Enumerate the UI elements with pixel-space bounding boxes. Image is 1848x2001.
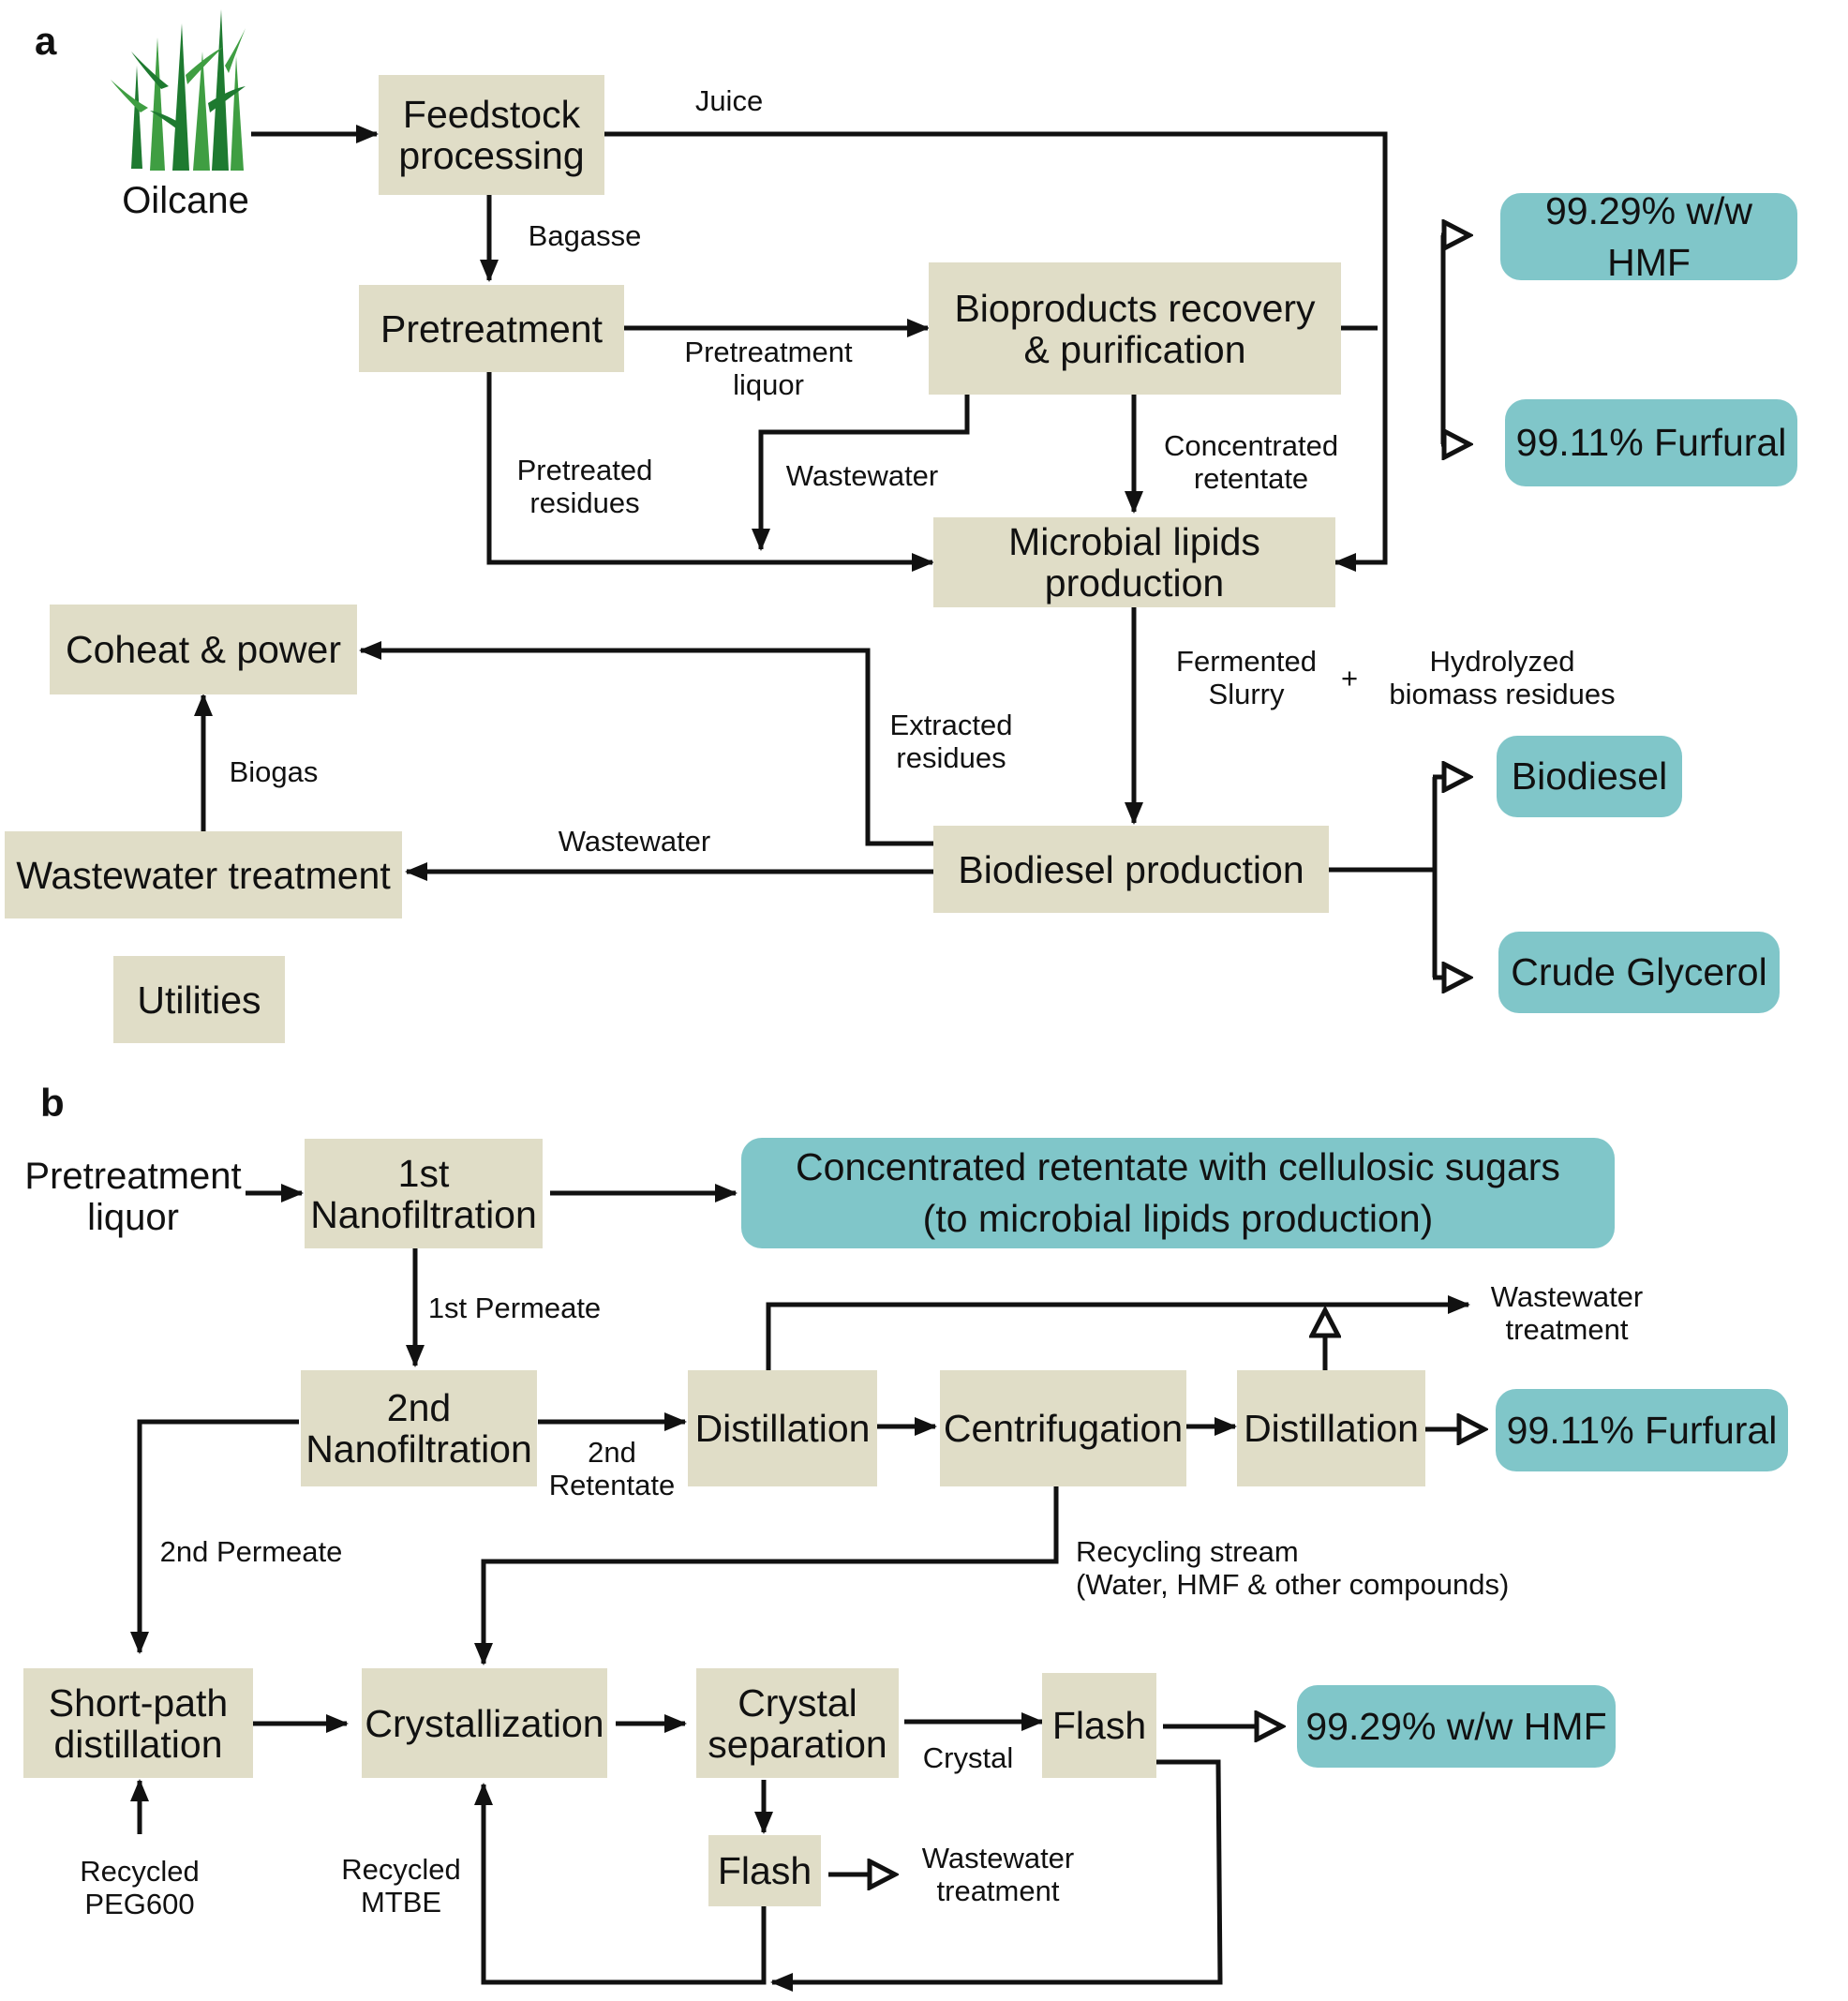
extracted-residues-label: Extracted residues [889, 709, 1013, 774]
panel-label-a: a [35, 19, 57, 63]
output-concentrated-retentate: Concentrated retentate with cellulosic s… [741, 1138, 1615, 1248]
output-crude-glycerol: Crude Glycerol [1498, 932, 1780, 1013]
output-biodiesel: Biodiesel [1497, 736, 1682, 817]
recycled-peg600-label: Recycled PEG600 [80, 1855, 200, 1920]
output-furfural-a: 99.11% Furfural [1505, 399, 1797, 486]
nanofiltration-2-box: 2nd Nanofiltration [301, 1370, 537, 1486]
coheat-power-box: Coheat & power [50, 605, 357, 694]
wastewater-treatment-label-top: Wastewater treatment [1490, 1280, 1644, 1346]
centrifugation-box: Centrifugation [940, 1370, 1186, 1486]
second-retentate-label: 2nd Retentate [548, 1436, 676, 1501]
nanofiltration-1-box: 1st Nanofiltration [305, 1139, 543, 1248]
short-path-distillation-box: Short-path distillation [23, 1668, 253, 1778]
output-furfural-b: 99.11% Furfural [1496, 1389, 1788, 1471]
recycled-mtbe-label: Recycled MTBE [341, 1853, 461, 1919]
distillation-2-box: Distillation [1237, 1370, 1425, 1486]
biogas-label: Biogas [229, 755, 319, 788]
first-permeate-label: 1st Permeate [427, 1292, 602, 1324]
oilcane-plant-icon [111, 9, 246, 171]
output-hmf-a: 99.29% w/w HMF [1500, 189, 1797, 284]
bioproducts-recovery-box: Bioproducts recovery & purification [929, 262, 1341, 395]
second-permeate-label: 2nd Permeate [159, 1535, 343, 1568]
wastewater-label-2: Wastewater [558, 825, 711, 858]
hydrolyzed-biomass-label: Hydrolyzed biomass residues [1389, 645, 1616, 710]
flash-2-box: Flash [708, 1835, 821, 1906]
pretreated-residues-label: Pretreated residues [516, 454, 653, 519]
concentrated-retentate-label-a: Concentrated retentate [1163, 429, 1339, 495]
biodiesel-production-box: Biodiesel production [933, 826, 1329, 913]
oilcane-label: Oilcane [122, 180, 249, 221]
wastewater-treatment-label-bottom: Wastewater treatment [921, 1842, 1075, 1907]
plus-sign: + [1340, 662, 1359, 694]
microbial-lipids-box: Microbial lipids production [933, 517, 1335, 607]
pretreatment-liquor-label-a: Pretreatment liquor [684, 336, 853, 401]
pretreatment-liquor-label-b: Pretreatment liquor [24, 1156, 242, 1238]
fermented-slurry-label: Fermented Slurry [1176, 645, 1317, 710]
feedstock-processing-box: Feedstock processing [379, 75, 604, 195]
utilities-box: Utilities [113, 956, 285, 1043]
distillation-1-box: Distillation [688, 1370, 877, 1486]
crystal-label: Crystal [922, 1741, 1014, 1774]
recycling-stream-label: Recycling stream (Water, HMF & other com… [1076, 1535, 1510, 1601]
output-hmf-b: 99.29% w/w HMF [1297, 1685, 1616, 1768]
pretreatment-box: Pretreatment [359, 285, 624, 372]
crystallization-box: Crystallization [362, 1668, 607, 1778]
juice-label: Juice [694, 84, 764, 117]
wastewater-label-1: Wastewater [785, 459, 939, 492]
wastewater-treatment-box: Wastewater treatment [5, 831, 402, 918]
flash-1-box: Flash [1042, 1673, 1156, 1778]
crystal-separation-box: Crystal separation [696, 1668, 899, 1778]
panel-label-b: b [40, 1081, 65, 1125]
bagasse-label: Bagasse [528, 219, 642, 252]
